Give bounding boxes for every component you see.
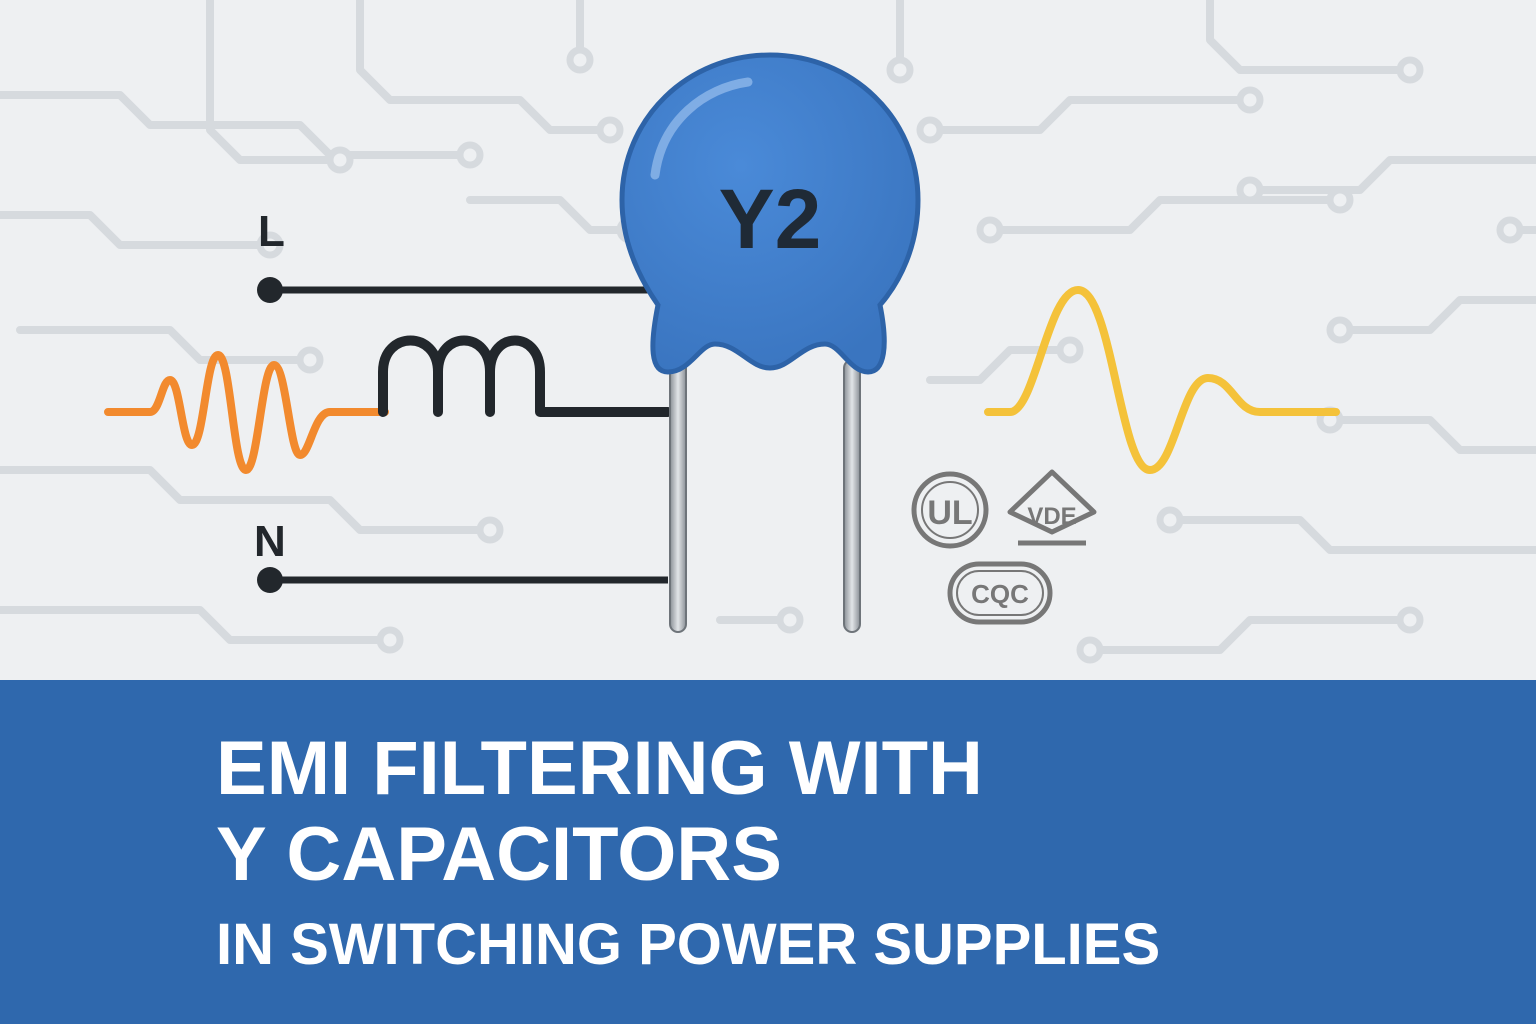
capacitor-label: Y2 (719, 172, 822, 266)
title-line-3: IN SWITCHING POWER SUPPLIES (216, 912, 1161, 977)
cqc-mark-icon: CQC (947, 561, 1053, 625)
title-banner: EMI FILTERING WITH Y CAPACITORS IN SWITC… (0, 680, 1536, 1024)
noise-waveform (104, 351, 389, 474)
inductor-coil (378, 335, 673, 417)
line-terminal (257, 277, 283, 303)
line-label: L (258, 207, 285, 256)
neutral-label: N (254, 517, 286, 566)
cqc-mark-text: CQC (971, 579, 1029, 609)
pcb-traces (0, 0, 1536, 654)
circuit-diagram: L N Y2 UL VDE (0, 0, 1536, 664)
capacitor-body (619, 52, 921, 375)
filtered-waveform (984, 286, 1340, 474)
ul-mark-icon: UL (911, 471, 989, 549)
capacitor-lead-right (843, 359, 861, 633)
title-line-2: Y CAPACITORS (216, 812, 782, 897)
y2-capacitor: Y2 (619, 52, 921, 375)
ul-mark-text: UL (927, 494, 972, 532)
capacitor-highlight (650, 77, 753, 180)
neutral-terminal (257, 567, 283, 593)
capacitor-lead-left (669, 359, 687, 633)
vde-mark-icon: VDE (1007, 469, 1097, 546)
title-line-1: EMI FILTERING WITH (216, 726, 983, 811)
vde-mark-text: VDE (1027, 503, 1076, 530)
